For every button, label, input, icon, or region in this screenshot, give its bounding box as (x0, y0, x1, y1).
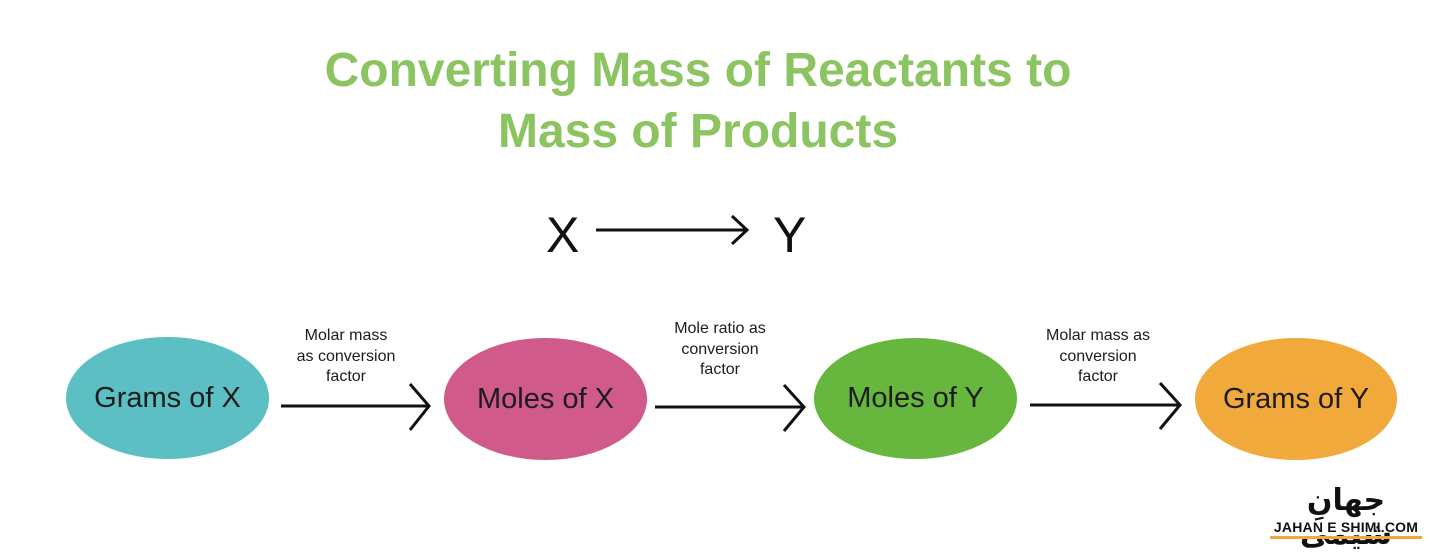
moles-of-y-label: Moles of Y (847, 382, 984, 414)
grams-of-y-label: Grams of Y (1222, 382, 1370, 415)
moles-of-y-node: Moles of Y (814, 338, 1017, 459)
product-label: Y (773, 207, 807, 263)
grams-of-x-node: Grams of X (66, 337, 269, 459)
title-line-1: Converting Mass of Reactants to (324, 44, 1072, 97)
logo-text-en: JAHAN E SHIMI.COM (1273, 519, 1419, 535)
conversion-arrow-1 (281, 383, 431, 431)
moles-of-x-node: Moles of X (444, 338, 647, 460)
grams-of-y-node: Grams of Y (1195, 338, 1397, 460)
conversion-arrow-3 (1030, 381, 1182, 430)
moles-of-x-label: Moles of X (477, 382, 614, 415)
logo-text-fa: جهانِ شیمی (1299, 483, 1393, 552)
title-line-2: Mass of Products (497, 105, 899, 158)
conversion-note-2: Mole ratio as conversion factor (674, 320, 766, 378)
reaction-arrow (596, 214, 750, 246)
conversion-note-1: Molar mass as conversion factor (296, 327, 396, 385)
diagram-title: Converting Mass of Reactants to Mass of … (0, 40, 1396, 162)
conversion-note-3: Molar mass as conversion factor (1045, 327, 1151, 385)
conversion-arrow-2 (655, 383, 806, 432)
logo-underline (1270, 536, 1422, 539)
site-logo: جهانِ شیمی JAHAN E SHIMI.COM (1266, 484, 1426, 552)
reactant-label: X (546, 207, 580, 263)
grams-of-x-label: Grams of X (94, 381, 241, 414)
